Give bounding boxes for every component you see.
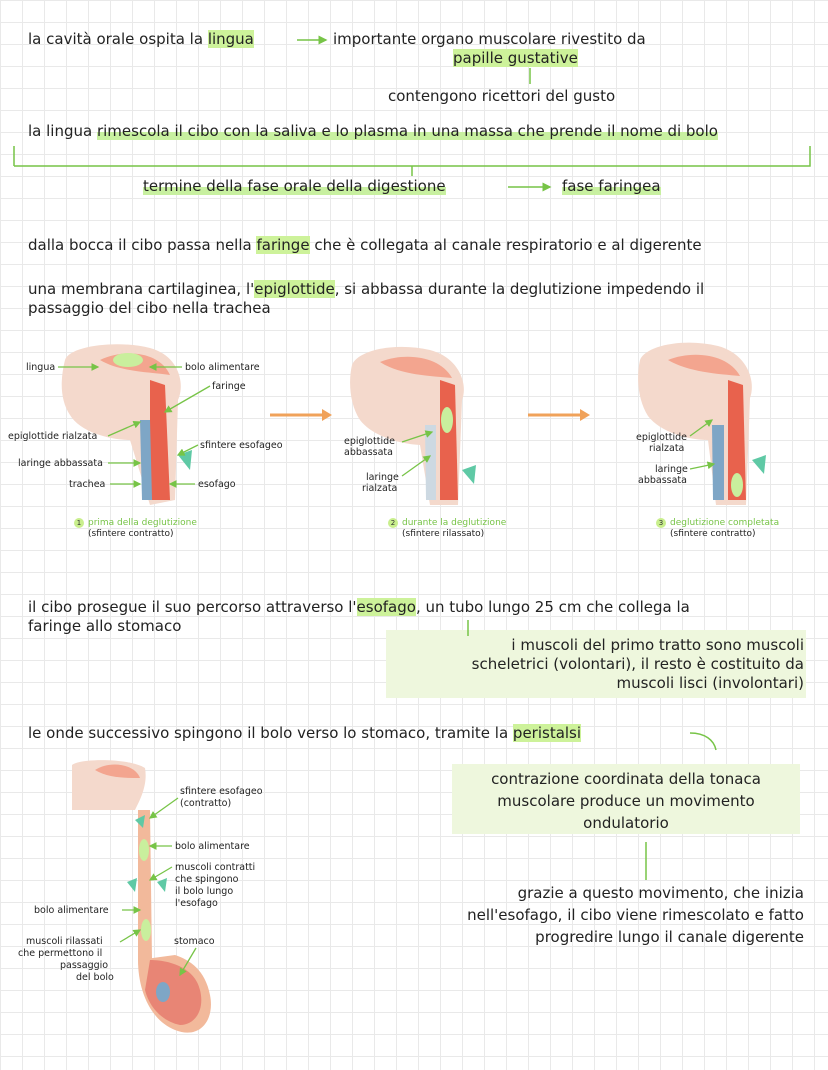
- muscoli-note-line-1: i muscoli del primo tratto sono muscoli: [511, 636, 804, 654]
- highlight-fase-faringea: fase faringea: [562, 177, 661, 195]
- peristalsi-note-box: [452, 764, 800, 834]
- step-2-sub: (sfintere rilassato): [402, 529, 485, 539]
- highlight-esofago: esofago: [356, 598, 416, 616]
- text-epi-pre: una membrana cartilaginea, l': [28, 280, 255, 298]
- step-3-number: 3: [656, 518, 666, 528]
- label-laringe-rialzata-2: rialzata: [362, 483, 398, 494]
- label-muscoli-rilassati-2: che permettono il: [18, 948, 103, 959]
- contrazione-line-3: ondulatorio: [583, 814, 669, 832]
- label-epiglottide-rialzata-3-1: epiglottide: [636, 432, 687, 443]
- intro-arrows: [13, 35, 811, 192]
- text-onde-pre: le onde successivo spingono il bolo vers…: [28, 724, 513, 742]
- epiglottide-line-2: passaggio del cibo nella trachea: [28, 299, 271, 317]
- text-faringe-post: che è collegata al canale respiratorio e…: [309, 236, 702, 254]
- highlight-papille: papille gustative: [453, 49, 578, 67]
- label-muscoli-contratti-4: l'esofago: [175, 898, 218, 909]
- step-3-title: deglutizione completata: [670, 518, 780, 528]
- label-sfintere-contratto: (contratto): [180, 798, 232, 809]
- esofago-note-box: [386, 630, 806, 698]
- highlight-faringe: faringe: [256, 236, 310, 254]
- intro-line-1: la cavità orale ospita la lingua: [28, 30, 254, 48]
- text-faringe-pre: dalla bocca il cibo passa nella: [28, 236, 257, 254]
- label-esofago: esofago: [198, 479, 236, 490]
- label-faringe: faringe: [212, 381, 246, 392]
- grazie-line-3: progredire lungo il canale digerente: [535, 928, 804, 946]
- step-2-number: 2: [388, 518, 398, 528]
- label-laringe-rialzata-1: laringe: [366, 472, 399, 483]
- step-1-sub: (sfintere contratto): [88, 529, 174, 539]
- label-muscoli-contratti-3: il bolo lungo: [175, 886, 234, 897]
- muscoli-note-line-2: scheletrici (volontari), il resto è cost…: [471, 655, 804, 673]
- highlight-peristalsi: peristalsi: [512, 724, 582, 742]
- grazie-line-2: nell'esofago, il cibo viene rimescolato …: [467, 906, 804, 924]
- highlight-epiglottide: epiglottide: [254, 280, 335, 298]
- peristalsis-diagram: [72, 760, 211, 1033]
- highlight-rimescola: rimescola il cibo con la saliva e lo pla…: [96, 122, 718, 140]
- swallowing-diagram: [58, 342, 766, 505]
- label-laringe-abbassata-3-1: laringe: [655, 464, 688, 475]
- label-muscoli-contratti-2: che spingono: [175, 874, 239, 885]
- faringe-line: dalla bocca il cibo passa nella faringe …: [28, 236, 702, 254]
- label-bolo-alimentare-left: bolo alimentare: [34, 905, 109, 916]
- text-esofago-pre: il cibo prosegue il suo percorso attrave…: [28, 598, 357, 616]
- label-trachea: trachea: [69, 479, 106, 490]
- label-muscoli-rilassati-4: del bolo: [76, 972, 114, 983]
- caption-step-1: 1 prima della deglutizione (sfintere cont…: [74, 518, 197, 540]
- diagram1-pointers: [58, 363, 716, 488]
- step-2-title: durante la deglutizione: [402, 518, 507, 528]
- label-muscoli-contratti-1: muscoli contratti: [175, 862, 256, 873]
- esofago-line-1: il cibo prosegue il suo percorso attrave…: [28, 598, 690, 616]
- highlight-lingua: lingua: [207, 30, 254, 48]
- diagram2-pointers: [119, 797, 197, 977]
- fase-orale-line: termine della fase orale della digestion…: [143, 177, 446, 195]
- text-epi-post: , si abbassa durante la deglutizione imp…: [334, 280, 705, 298]
- grazie-line-1: grazie a questo movimento, che inizia: [517, 884, 804, 902]
- highlight-fase-orale: termine della fase orale della digestion…: [143, 177, 446, 195]
- label-muscoli-rilassati-3: passaggio: [60, 960, 109, 971]
- label-epiglottide-abbassata-2: abbassata: [344, 447, 393, 458]
- text-esofago-post: , un tubo lungo 25 cm che collega la: [415, 598, 690, 616]
- caption-step-2: 2 durante la deglutizione (sfintere rilas…: [388, 518, 506, 540]
- muscoli-note-line-3: muscoli lisci (involontari): [616, 674, 805, 692]
- diagram-panel-2: [350, 346, 476, 505]
- fase-faringea-line: fase faringea: [562, 177, 661, 195]
- label-sfintere-esofageo-2: sfintere esofageo: [180, 786, 263, 797]
- step-3-sub: (sfintere contratto): [670, 529, 756, 539]
- label-epiglottide-rialzata-3-2: rialzata: [649, 443, 685, 454]
- step-1-title: prima della deglutizione: [88, 518, 197, 528]
- papille-line: papille gustative: [453, 49, 578, 67]
- panel-transition-arrows: [270, 409, 590, 421]
- text-recettori: contengono ricettori del gusto: [388, 87, 616, 105]
- text-organo-muscolare: importante organo muscolare rivestito da: [333, 30, 646, 48]
- label-sfintere-esofageo: sfintere esofageo: [200, 440, 283, 451]
- diagram-panel-3: [638, 342, 766, 505]
- text-lingua-2-pre: la lingua: [28, 122, 97, 140]
- label-lingua: lingua: [26, 362, 56, 373]
- intro-line-2: la lingua rimescola il cibo con la saliv…: [28, 122, 718, 140]
- label-epiglottide-abbassata-1: epiglottide: [344, 436, 395, 447]
- label-bolo-alimentare: bolo alimentare: [185, 362, 260, 373]
- caption-step-3: 3 deglutizione completata (sfintere contr…: [656, 518, 779, 540]
- label-muscoli-rilassati-1: muscoli rilassati: [26, 936, 103, 947]
- text-lingua-pre: la cavità orale ospita la: [28, 30, 208, 48]
- step-1-number: 1: [74, 518, 84, 528]
- peristalsi-connector: [689, 732, 717, 751]
- epiglottide-line-1: una membrana cartilaginea, l'epiglottide…: [28, 280, 704, 298]
- label-epiglottide-rialzata: epiglottide rialzata: [8, 431, 98, 442]
- contrazione-line-2: muscolare produce un movimento: [497, 792, 755, 810]
- label-laringe-abbassata-3-2: abbassata: [638, 475, 687, 486]
- contrazione-line-1: contrazione coordinata della tonaca: [491, 770, 761, 788]
- label-laringe-abbassata: laringe abbassata: [18, 458, 103, 469]
- esofago-line-2: faringe allo stomaco: [28, 617, 182, 635]
- peristalsi-line: le onde successivo spingono il bolo vers…: [28, 724, 582, 742]
- label-stomaco: stomaco: [174, 936, 215, 947]
- label-bolo-alimentare-top: bolo alimentare: [175, 841, 250, 852]
